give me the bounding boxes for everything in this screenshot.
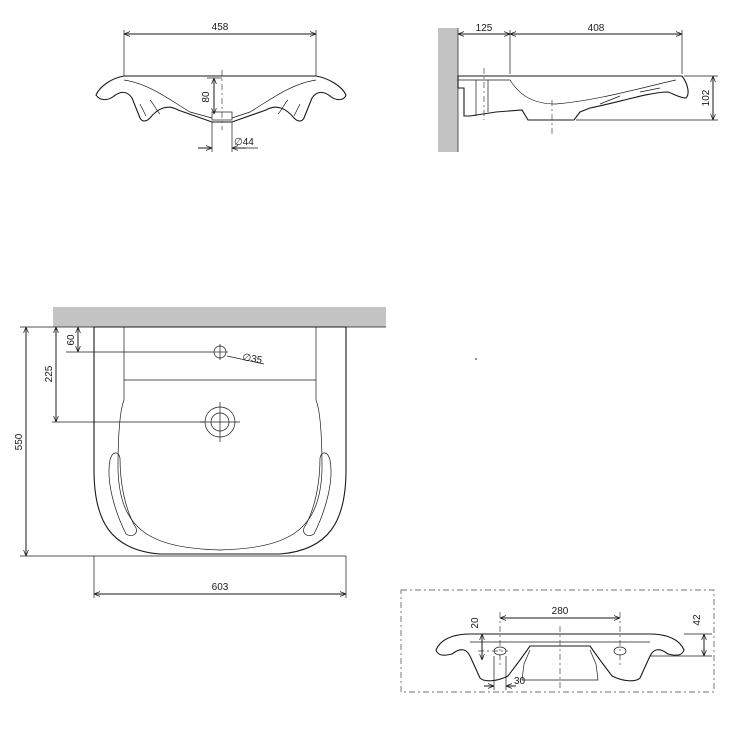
side-view: 125 408 102: [438, 23, 718, 152]
wall: [438, 28, 458, 152]
basin-side-profile: [457, 75, 689, 121]
top-view: ∅35 60 225 550 603: [14, 307, 386, 598]
drain-offset-label: 225: [44, 365, 55, 382]
slot-height-label: 20: [470, 617, 481, 629]
rear-view: 280 20 30 42: [400, 589, 715, 693]
total-width-label: 603: [212, 582, 229, 593]
basin-rear-profile: [435, 633, 685, 682]
height-label: 102: [701, 89, 712, 106]
basin-front-profile: [95, 75, 347, 123]
bracket-spacing-label: 280: [552, 606, 569, 617]
tap-hole-label: ∅35: [241, 352, 263, 366]
stray-dot: [475, 358, 477, 360]
length-label: 408: [588, 23, 605, 34]
depth-label: 80: [201, 91, 212, 103]
front-view: 458 80 ∅44: [95, 22, 347, 152]
drain-diameter-label: ∅44: [234, 137, 254, 148]
wall: [53, 307, 386, 327]
wall-offset-label: 125: [476, 23, 493, 34]
width-label: 458: [212, 22, 229, 33]
rear-view-frame: [400, 589, 715, 693]
tap-offset-label: 60: [66, 334, 77, 346]
rim-height-label: 42: [692, 614, 703, 626]
slot-width-label: 30: [514, 676, 526, 687]
total-depth-label: 550: [14, 433, 25, 450]
